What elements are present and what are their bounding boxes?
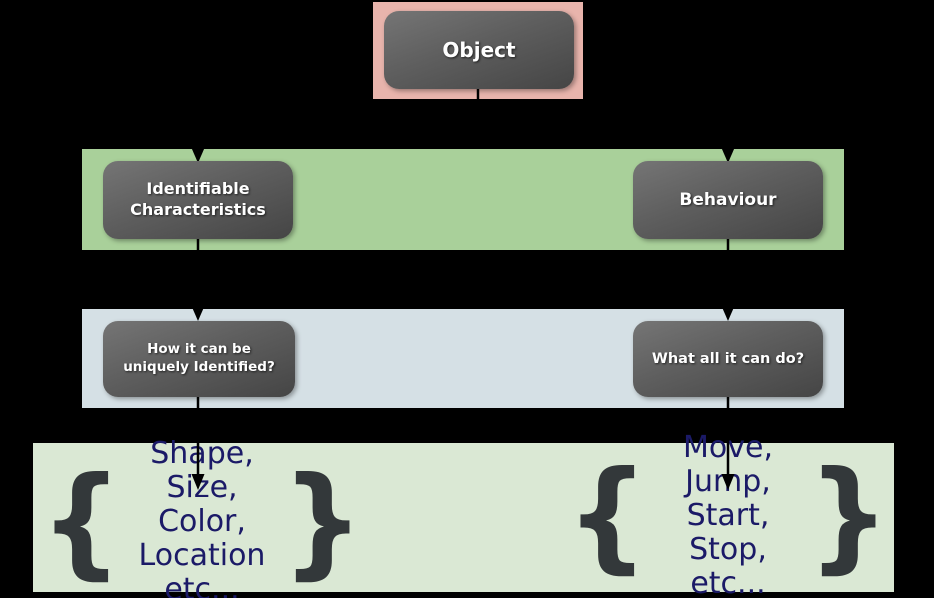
- open-brace-icon: {: [40, 451, 123, 592]
- example-line: Color, Location: [138, 504, 266, 573]
- node-behaviour: Behaviour: [633, 161, 823, 239]
- behaviour-examples-text: Move, Jump, Start, Stop, etc...: [649, 431, 808, 598]
- node-label-line: Identifiable: [146, 179, 250, 199]
- node-how-identified: How it can be uniquely Identified?: [103, 321, 295, 397]
- characteristics-examples-group: { Shape, Size, Color, Location etc... }: [40, 437, 364, 598]
- close-brace-icon: }: [807, 445, 890, 586]
- node-label-line: How it can be: [147, 341, 251, 358]
- node-identifiable-characteristics: Identifiable Characteristics: [103, 161, 293, 239]
- close-brace-icon: }: [281, 451, 364, 592]
- example-line: etc...: [690, 566, 766, 598]
- node-label-line: uniquely Identified?: [123, 359, 275, 375]
- node-what-can-do: What all it can do?: [633, 321, 823, 397]
- example-line: etc...: [164, 572, 240, 598]
- example-line: Move, Jump,: [683, 430, 773, 499]
- example-line: Start, Stop,: [686, 498, 770, 567]
- behaviour-examples-group: { Move, Jump, Start, Stop, etc... }: [566, 431, 890, 598]
- node-object: Object: [384, 11, 574, 89]
- node-label-line: Characteristics: [130, 200, 266, 219]
- example-line: Shape, Size,: [150, 436, 254, 505]
- open-brace-icon: {: [566, 445, 649, 586]
- characteristics-examples-text: Shape, Size, Color, Location etc...: [123, 437, 282, 598]
